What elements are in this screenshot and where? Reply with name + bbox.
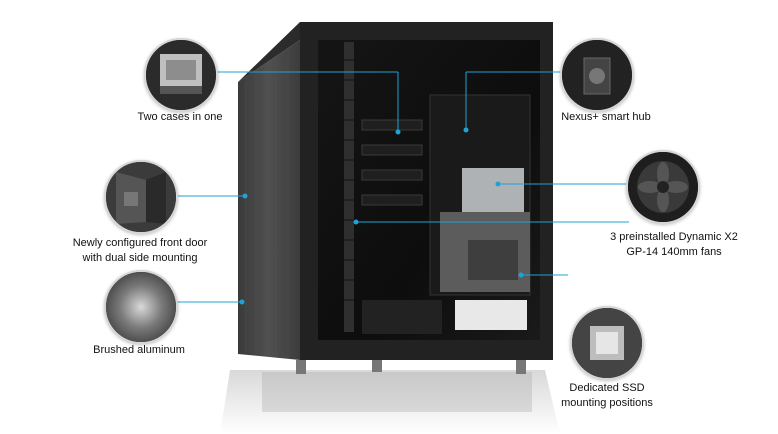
feature-front-door-label: Newly configured front door with dual si… (72, 237, 208, 264)
front-door-thumbnail-icon (104, 160, 178, 234)
feature-nexus-hub-label: Nexus+ smart hub (561, 111, 651, 123)
feature-brushed-aluminum-label: Brushed aluminum (93, 344, 185, 356)
feature-fans-label: 3 preinstalled Dynamic X2 GP-14 140mm fa… (610, 231, 738, 258)
ssd-bracket-thumbnail-icon (570, 306, 644, 380)
feature-ssd-label: Dedicated SSD mounting positions (561, 382, 653, 409)
brushed-metal-thumbnail-icon (104, 270, 178, 344)
fan-hub-thumbnail-icon (560, 38, 634, 112)
fan-thumbnail-icon (626, 150, 700, 224)
feature-two-cases-label: Two cases in one (137, 111, 223, 123)
case-interior-thumbnail-icon (144, 38, 218, 112)
